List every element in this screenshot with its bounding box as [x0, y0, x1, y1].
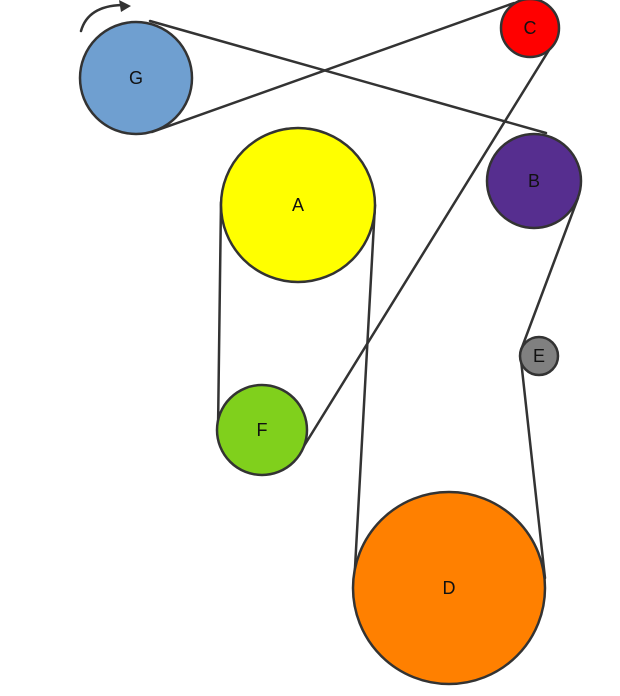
pulley-f: F — [215, 383, 309, 477]
pulley-a-label: A — [292, 195, 304, 215]
pulley-g-circle — [78, 20, 194, 136]
pulley-b-circle — [485, 132, 583, 230]
rotation-arrow-icon — [79, 0, 131, 33]
pulley-a-circle — [219, 126, 377, 284]
pulley-g: G — [78, 20, 194, 136]
pulley-b-label: B — [528, 171, 540, 191]
belt-b-e — [519, 196, 580, 352]
pulley-f-circle — [215, 383, 309, 477]
pulley-c-label: C — [524, 18, 537, 38]
belt-c-g — [150, 1, 516, 134]
belt-a-d — [352, 203, 377, 588]
pulley-e-circle — [518, 335, 560, 377]
pulley-e: E — [518, 335, 560, 377]
pulley-d-label: D — [443, 578, 456, 598]
belt-g-b — [148, 19, 548, 135]
pulley-d: D — [351, 490, 547, 686]
belt-c-f — [302, 48, 551, 448]
pulley-d-circle — [351, 490, 547, 686]
pulley-g-label: G — [129, 68, 143, 88]
pulley-c: C — [499, 0, 561, 59]
belt-e-d — [519, 358, 547, 580]
belts — [148, 1, 580, 588]
pulley-c-circle — [499, 0, 561, 59]
pulley-e-label: E — [533, 346, 545, 366]
pulley-a: A — [219, 126, 377, 284]
pulley-f-label: F — [257, 420, 268, 440]
pulley-b: B — [485, 132, 583, 230]
belt-a-f — [216, 200, 223, 432]
